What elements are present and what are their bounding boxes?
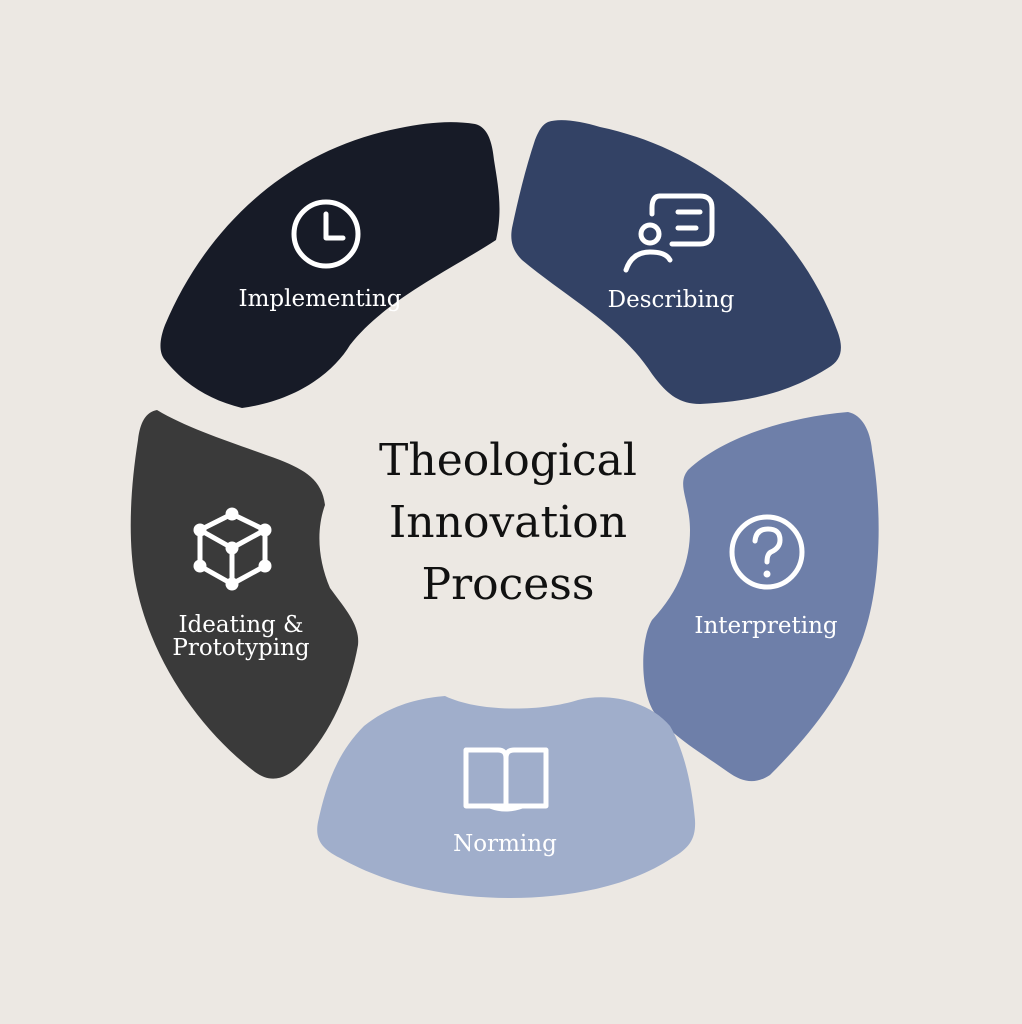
segment-interpreting-label: Interpreting [694,613,837,639]
question-circle-icon [729,514,805,590]
segment-interpreting: Interpreting [643,412,879,782]
clock-icon [291,199,361,269]
title-line-2: Innovation [389,497,627,548]
chat-person-icon [623,193,715,273]
segment-implementing: Implementing [160,122,500,408]
segment-implementing-label: Implementing [239,286,402,312]
center-title: Theological Innovation Process [379,435,637,610]
open-book-icon [463,747,549,812]
segment-describing-label: Describing [608,287,735,313]
segment-ideating-prototyping: Ideating & Prototyping [130,410,359,779]
segment-norming: Norming [317,696,696,898]
segment-interpreting-shape [643,412,879,782]
segment-ideating-label-line1: Ideating & [178,612,303,638]
title-line-3: Process [422,559,595,610]
segment-ideating-prototyping-shape [130,410,359,779]
segment-describing-shape [511,120,841,404]
segment-describing: Describing [511,120,841,404]
segment-ideating-label-line2: Prototyping [172,635,310,661]
title-line-1: Theological [379,435,637,486]
cube-network-icon [193,507,272,591]
segment-norming-label: Norming [453,831,557,857]
